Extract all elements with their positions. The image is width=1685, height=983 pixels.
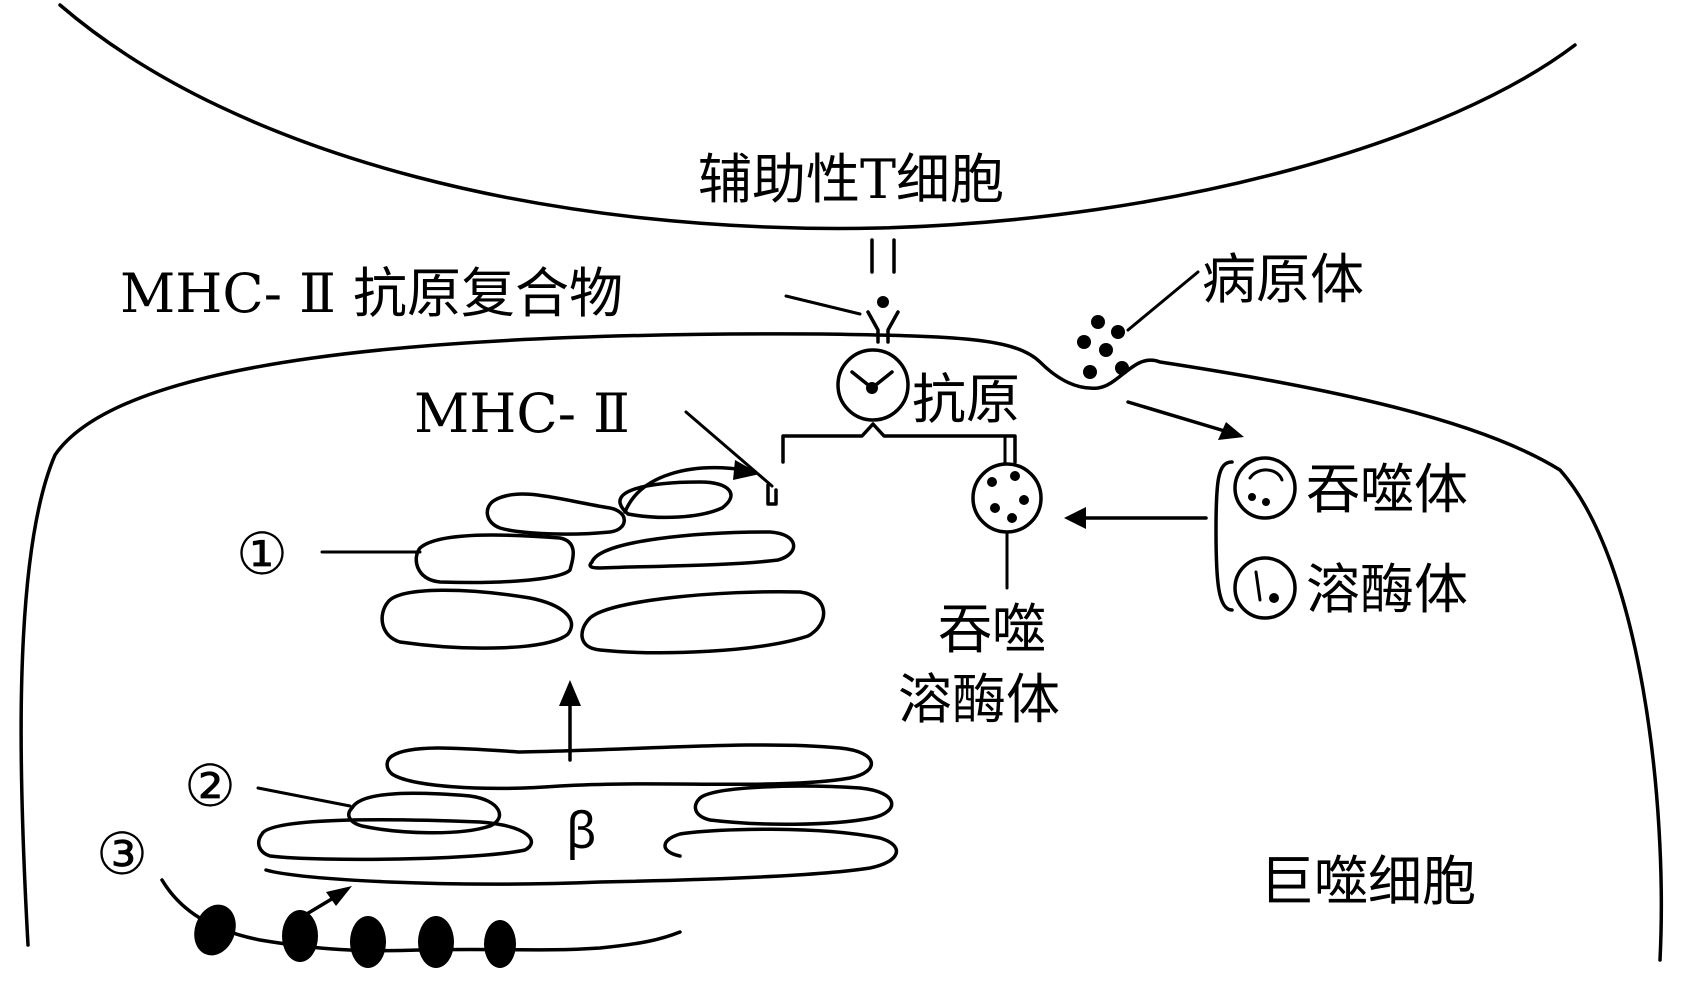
mhc-antigen-complex-leader-line (784, 294, 862, 316)
phagosome-label: 吞噬体 (1306, 458, 1468, 521)
er-leader-line (256, 786, 352, 808)
phagolysosome-label-line1: 吞噬 (938, 598, 1046, 661)
er-marker: ② (184, 752, 236, 820)
golgi-apparatus (380, 480, 826, 655)
lysosome (1233, 556, 1297, 620)
phagosome-lysosome-brace (1214, 460, 1234, 612)
mhc-ii-molecule (766, 483, 778, 506)
antigen-bracket (781, 422, 1017, 464)
arrow-to-phagolysosome (1064, 507, 1208, 529)
endoplasmic-reticulum (256, 743, 899, 886)
arrow-invagination-to-phagosome (1126, 400, 1244, 440)
arrow-golgi-to-membrane (623, 460, 760, 514)
phagolysosome-label-line2: 溶酶体 (898, 668, 1060, 731)
antigen-vesicle (836, 348, 910, 422)
mhc-ii-label: MHC- Ⅱ (414, 382, 630, 445)
phagolysosome (971, 462, 1043, 534)
helper-t-cell-membrane (58, 3, 1577, 231)
er-lumen-glyph: ꞵ (566, 802, 598, 860)
arrow-er-to-golgi (559, 680, 581, 762)
ribosomes-on-mrna (160, 878, 682, 968)
pathogen-label: 病原体 (1202, 248, 1364, 311)
mhc-antigen-complex-label: MHC- Ⅱ 抗原复合物 (120, 262, 623, 325)
lysosome-label: 溶酶体 (1306, 558, 1468, 621)
helper-t-cell-label: 辅助性T细胞 (698, 148, 1004, 211)
antigen-label: 抗原 (912, 368, 1020, 431)
pathogen-leader-line (1126, 270, 1200, 332)
phagosome (1233, 456, 1297, 520)
ribosome-marker: ③ (96, 820, 148, 888)
pathogen-particles (1077, 315, 1129, 379)
macrophage-membrane (19, 332, 1664, 962)
golgi-marker: ① (236, 520, 288, 588)
macrophage-label: 巨噬细胞 (1260, 850, 1476, 913)
mhc-ii-leader-line (684, 410, 774, 488)
tcr-mhc-receptor (866, 238, 900, 344)
